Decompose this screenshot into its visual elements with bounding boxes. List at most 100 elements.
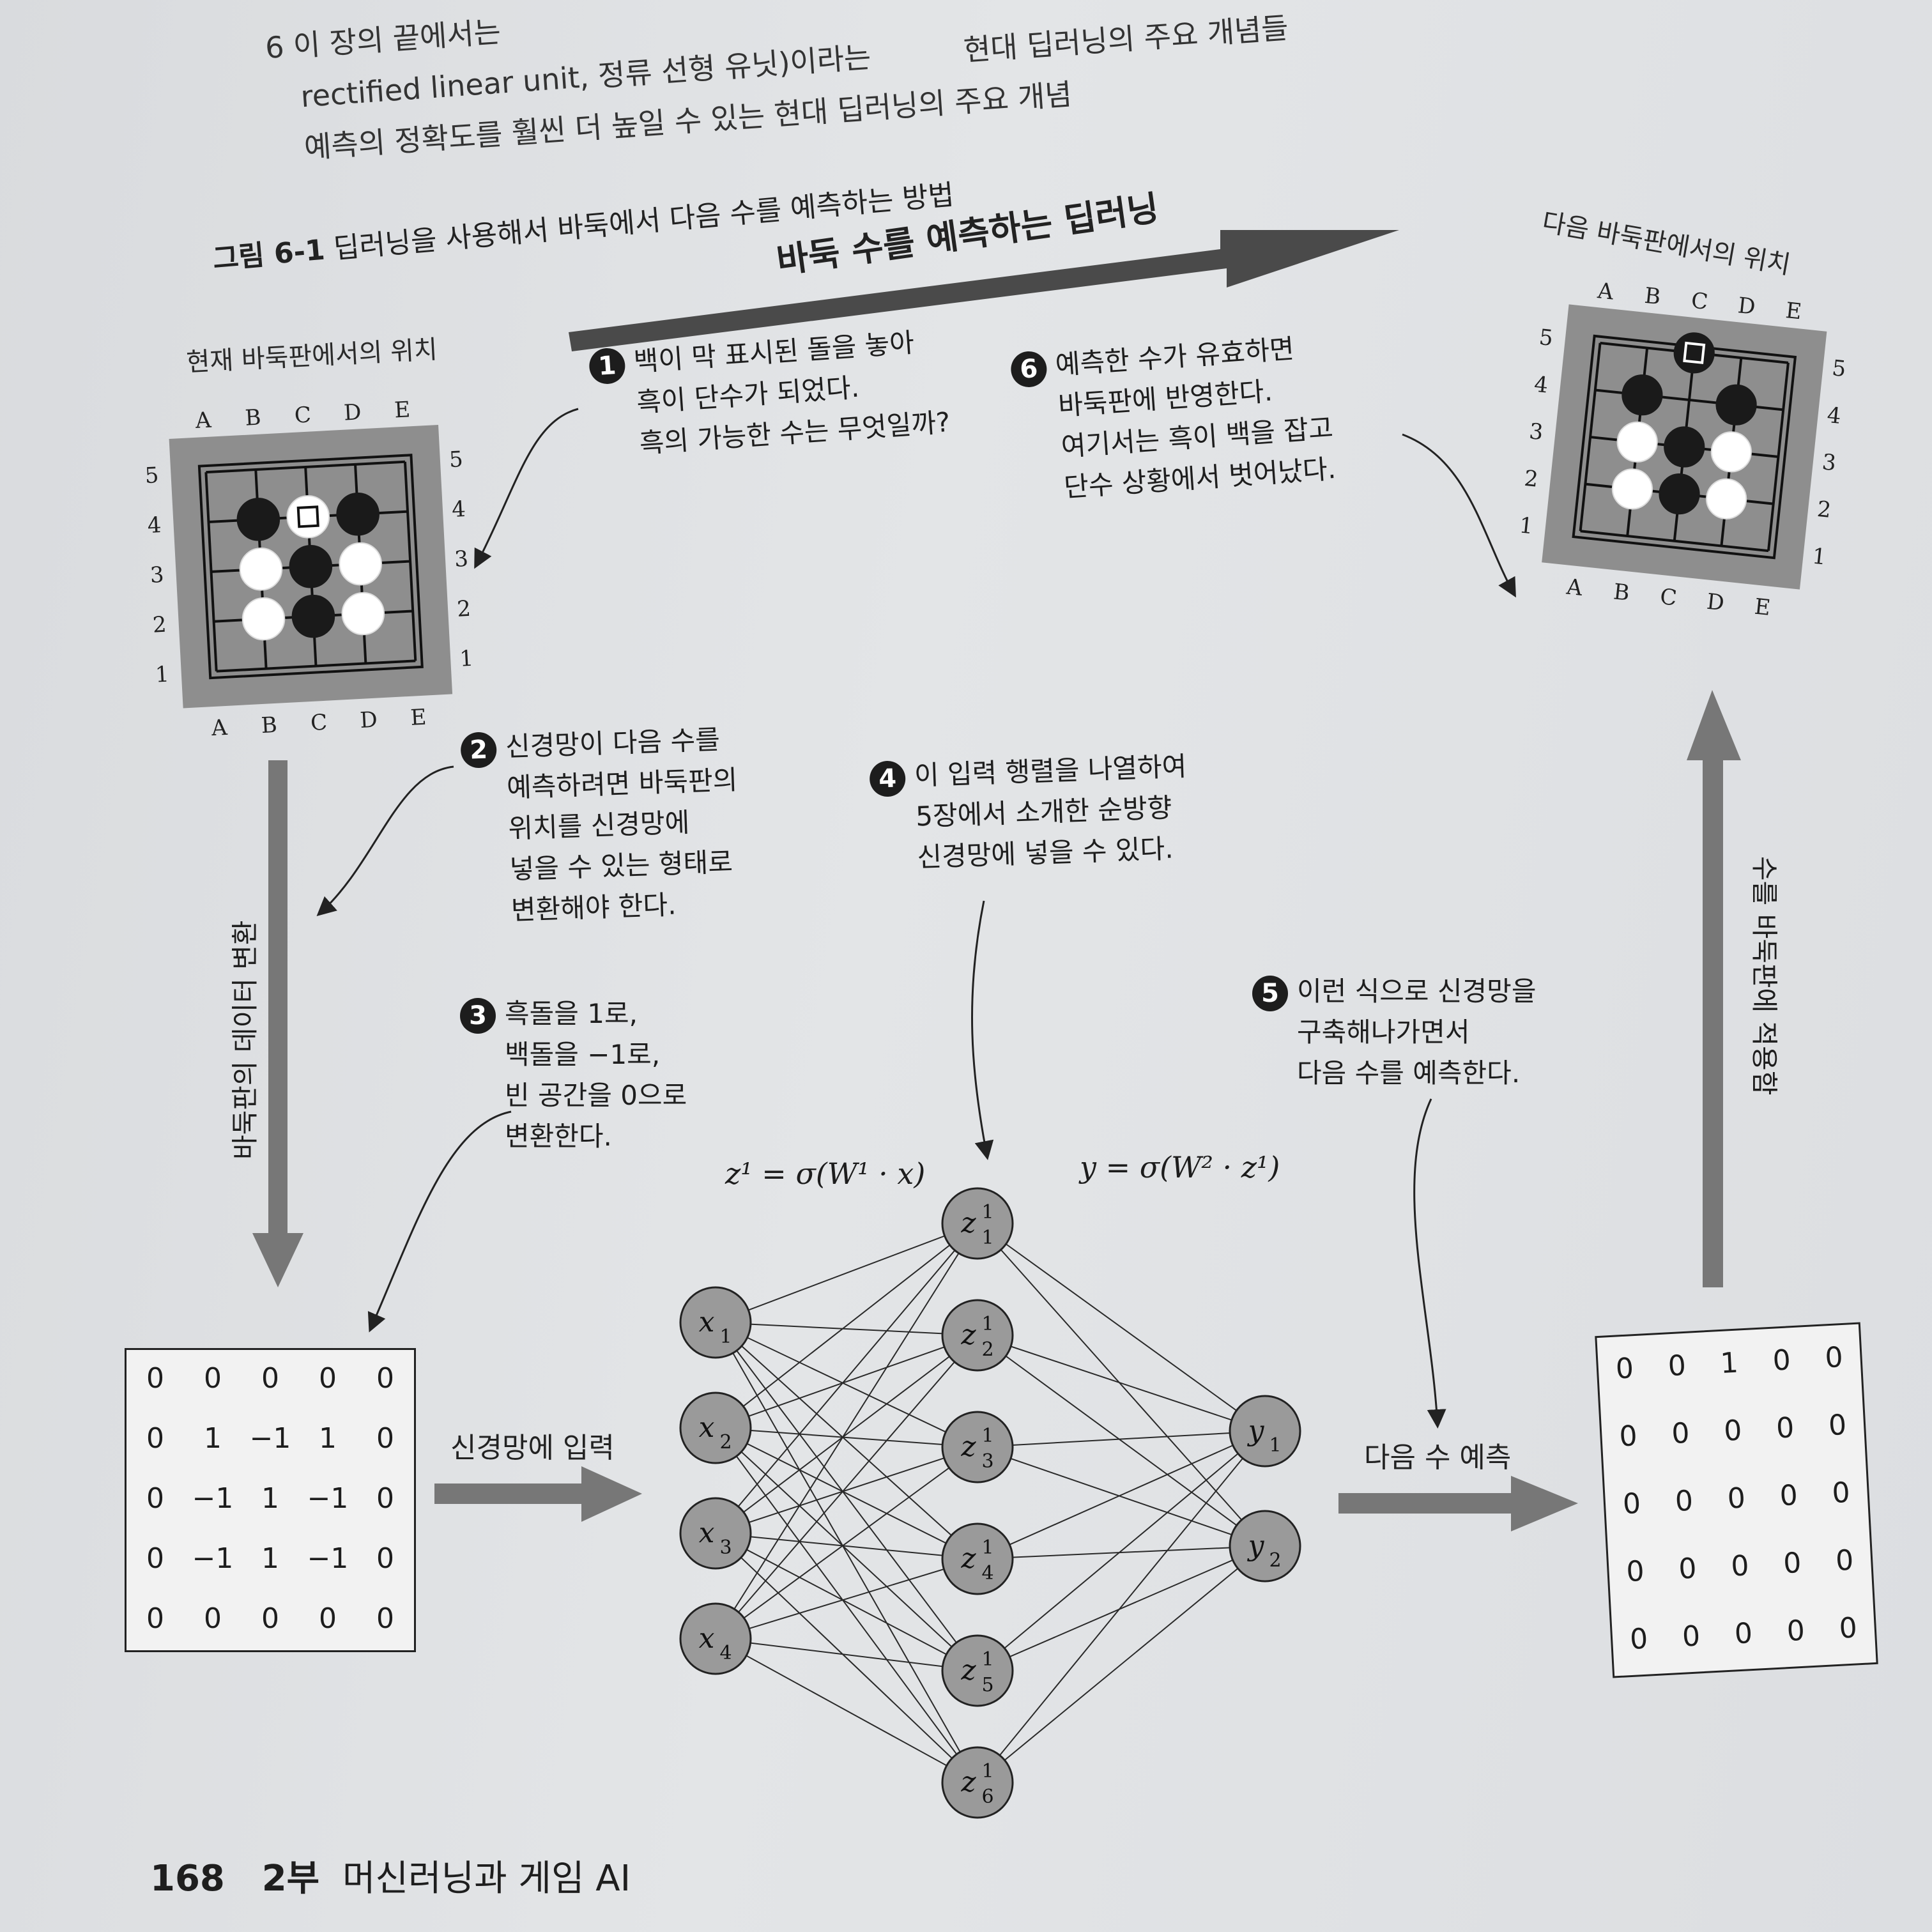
hidden-node-superscript: 1 (981, 1760, 993, 1782)
output-matrix-cell: 0 (1658, 1483, 1711, 1519)
hidden-node-superscript: 1 (981, 1537, 993, 1559)
input-hidden-edge (716, 1428, 977, 1782)
hidden-output-edge (977, 1546, 1265, 1671)
hidden-output-edge (977, 1431, 1265, 1671)
input-hidden-edge (716, 1639, 977, 1782)
output-matrix-cell: 0 (1818, 1543, 1871, 1578)
hidden-node-superscript: 1 (981, 1648, 993, 1671)
input-node-label: x (699, 1622, 715, 1655)
input-matrix-cell: 0 (130, 1602, 181, 1635)
input-node-label: x (699, 1517, 715, 1549)
input-hidden-edge (716, 1428, 977, 1559)
hidden-node-label: z (960, 1654, 976, 1687)
hidden-node-label: z (960, 1207, 976, 1239)
output-node-label: y (1247, 1414, 1265, 1447)
output-matrix-cell: 0 (1713, 1549, 1767, 1584)
predict-label: 다음 수 예측 (1364, 1434, 1511, 1475)
input-arrow (434, 1463, 645, 1527)
hidden-node (942, 1524, 1013, 1594)
hidden-node-superscript: 1 (981, 1313, 993, 1335)
output-matrix-cell: 0 (1807, 1340, 1860, 1376)
input-matrix-cell: 0 (245, 1362, 296, 1395)
input-matrix-cell: 0 (360, 1422, 411, 1455)
hidden-node (942, 1636, 1013, 1706)
input-hidden-edge (716, 1447, 977, 1533)
input-node (680, 1287, 751, 1358)
hidden-output-edge (977, 1431, 1265, 1447)
input-hidden-edge (716, 1322, 977, 1671)
hidden-output-edge (977, 1335, 1265, 1431)
hidden-output-edge (977, 1431, 1265, 1782)
hidden-node (942, 1300, 1013, 1370)
output-matrix-cell: 0 (1759, 1411, 1812, 1446)
output-matrix-cell: 0 (1606, 1487, 1659, 1522)
input-hidden-edge (716, 1639, 977, 1671)
hidden-output-edge (977, 1546, 1265, 1782)
part-title: 머신러닝과 게임 AI (342, 1858, 631, 1899)
hidden-node-label: z (960, 1319, 976, 1351)
hidden-node-subscript: 2 (981, 1338, 993, 1361)
right-up-arrow (1680, 690, 1744, 1291)
input-matrix-cell: 1 (245, 1482, 296, 1515)
input-hidden-edge (716, 1533, 977, 1559)
hidden-node-label: z (960, 1542, 976, 1575)
input-matrix-cell: −1 (187, 1482, 238, 1515)
input-matrix-cell: 0 (360, 1482, 411, 1515)
hidden-output-edge (977, 1447, 1265, 1546)
output-matrix-cell: 0 (1654, 1416, 1707, 1451)
input-matrix-cell: 0 (187, 1362, 238, 1395)
input-node (680, 1393, 751, 1463)
output-node (1230, 1396, 1300, 1466)
hidden-node-subscript: 6 (981, 1786, 993, 1808)
input-matrix-cell: 0 (130, 1422, 181, 1455)
input-matrix-cell: 0 (360, 1362, 411, 1395)
page-number: 168 (150, 1858, 225, 1899)
input-label: 신경망에 입력 (450, 1425, 615, 1466)
input-hidden-edge (716, 1223, 977, 1322)
input-node-subscript: 3 (719, 1537, 732, 1559)
hidden-output-edge (977, 1431, 1265, 1559)
hidden-node (942, 1747, 1013, 1818)
input-hidden-edge (716, 1223, 977, 1428)
input-matrix-cell: −1 (302, 1542, 353, 1575)
output-matrix-cell: 0 (1755, 1343, 1808, 1378)
hidden-node (942, 1412, 1013, 1482)
left-vertical-label: 바둑판의 데이터 변환 (224, 921, 263, 1160)
input-matrix-cell: 0 (302, 1362, 353, 1395)
neural-network: x1x2x3x4z11z21z31z41z51z61y1y2 (658, 1163, 1361, 1827)
output-matrix-cell: 0 (1710, 1481, 1763, 1516)
part-label: 2부 (262, 1858, 320, 1899)
page-footer: 168 2부 머신러닝과 게임 AI (150, 1850, 631, 1901)
input-matrix-cell: −1 (302, 1482, 353, 1515)
input-node-subscript: 4 (719, 1642, 732, 1664)
input-matrix-cell: 0 (360, 1602, 411, 1635)
input-matrix-cell: 1 (245, 1542, 296, 1575)
output-matrix-cell: 1 (1703, 1346, 1756, 1381)
input-hidden-edge (716, 1322, 977, 1447)
input-matrix-cell: 1 (302, 1422, 353, 1455)
output-matrix-cell: 0 (1811, 1408, 1864, 1443)
output-matrix-cell: 0 (1613, 1621, 1666, 1657)
input-matrix-cell: −1 (245, 1422, 296, 1455)
output-matrix-cell: 0 (1766, 1546, 1819, 1581)
hidden-node-subscript: 4 (981, 1562, 993, 1584)
input-matrix-cell: 0 (360, 1542, 411, 1575)
input-matrix-cell: 0 (130, 1482, 181, 1515)
output-node-subscript: 1 (1269, 1434, 1281, 1457)
hidden-node-subscript: 1 (981, 1227, 993, 1249)
input-hidden-edge (716, 1447, 977, 1639)
output-node-label: y (1247, 1529, 1265, 1562)
output-matrix-cell: 0 (1598, 1351, 1652, 1386)
input-node (680, 1498, 751, 1568)
input-matrix-cell: 0 (245, 1602, 296, 1635)
output-matrix-cell: 0 (1814, 1475, 1867, 1510)
input-matrix-cell: 1 (187, 1422, 238, 1455)
input-matrix-cell: 0 (302, 1602, 353, 1635)
output-matrix-cell: 0 (1717, 1616, 1770, 1652)
output-matrix-cell: 0 (1665, 1619, 1718, 1654)
input-hidden-edge (716, 1322, 977, 1335)
input-hidden-edge (716, 1533, 977, 1671)
input-matrix-cell: 0 (130, 1362, 181, 1395)
